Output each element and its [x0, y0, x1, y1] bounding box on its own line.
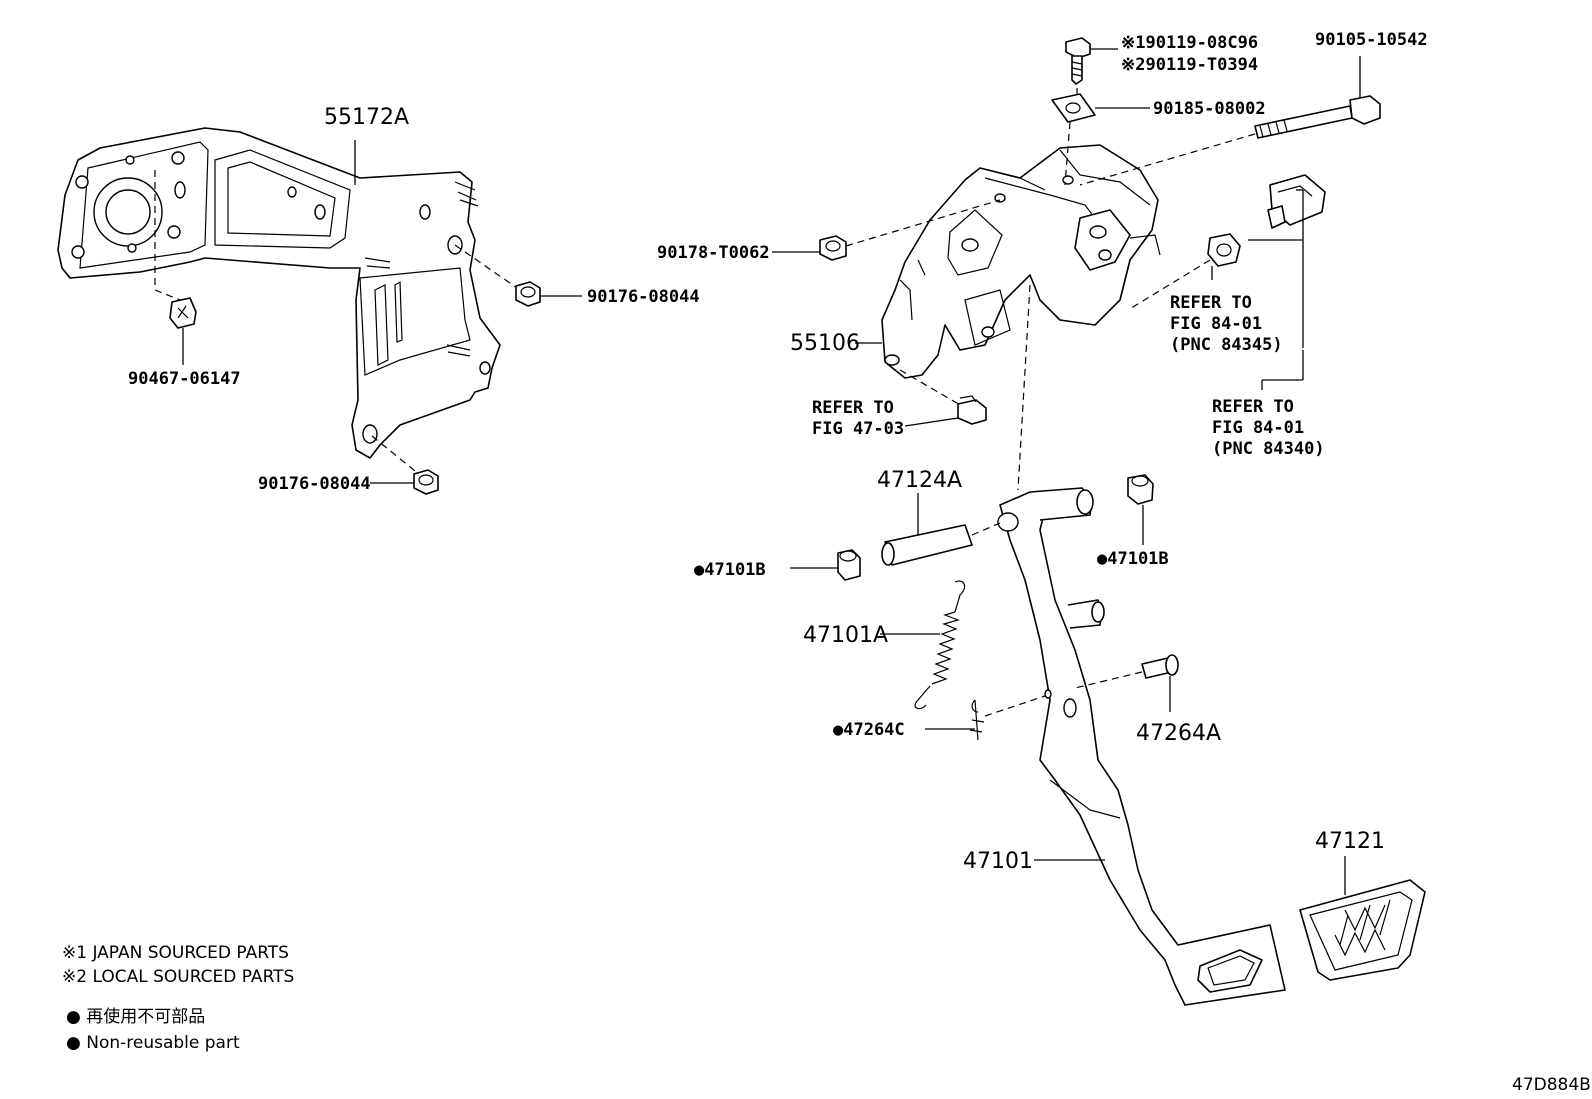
clip-47264c-icon: [969, 699, 985, 741]
label-47124a[interactable]: 47124A: [877, 468, 962, 493]
nut-90176-upper-icon: [515, 281, 541, 307]
pedal-pad-47121-icon: [1299, 879, 1426, 981]
clip-nut-90467-icon: [169, 297, 197, 329]
bolt-90119-icon: [1065, 37, 1091, 85]
label-refer-84345-line1[interactable]: REFER TO: [1170, 293, 1252, 313]
label-90119-08C96[interactable]: ※190119-08C96: [1121, 33, 1258, 53]
pin-47124a-icon: [881, 524, 973, 566]
label-refer-84340-line3[interactable]: (PNC 84340): [1212, 439, 1325, 459]
label-90185-08002[interactable]: 90185-08002: [1153, 99, 1266, 119]
label-47264c[interactable]: ●47264C: [833, 720, 905, 740]
bolt-90105-icon: [1254, 95, 1381, 139]
label-90178-T0062[interactable]: 90178-T0062: [657, 243, 770, 263]
label-47121[interactable]: 47121: [1315, 829, 1385, 854]
label-90119-T0394[interactable]: ※290119-T0394: [1121, 55, 1258, 75]
legend-note-2: ※2 LOCAL SOURCED PARTS: [62, 967, 294, 987]
legend-nonreusable-jp: ● 再使用不可部品: [66, 1006, 205, 1027]
label-refer-84340-line1[interactable]: REFER TO: [1212, 397, 1294, 417]
label-47101b-right[interactable]: ●47101B: [1097, 549, 1169, 569]
diagram-code: 47D884B: [1512, 1075, 1591, 1095]
legend-nonreusable-en: ● Non-reusable part: [66, 1033, 240, 1053]
label-refer-47-03-line2[interactable]: FIG 47-03: [812, 419, 904, 439]
bracket-55106: [881, 144, 1161, 379]
dash-line: [371, 435, 421, 476]
label-55106[interactable]: 55106: [790, 331, 860, 356]
label-refer-84340-line2[interactable]: FIG 84-01: [1212, 418, 1304, 438]
label-refer-47-03-line1[interactable]: REFER TO: [812, 398, 894, 418]
label-90467-06147[interactable]: 90467-06147: [128, 369, 241, 389]
label-47264a[interactable]: 47264A: [1136, 721, 1221, 746]
pin-47264a-icon: [1141, 654, 1179, 679]
stop-lamp-switch-icon: [1267, 174, 1326, 229]
label-90105-10542[interactable]: 90105-10542: [1315, 30, 1428, 50]
label-90176-08044-upper[interactable]: 90176-08044: [587, 287, 700, 307]
return-spring-47101a-icon: [914, 580, 966, 710]
label-47101b-left[interactable]: ●47101B: [694, 560, 766, 580]
bolt-fig-47-03-icon: [957, 395, 987, 425]
bushing-47101b-right-icon: [1127, 474, 1154, 505]
dash-line: [454, 244, 521, 291]
switch-nut-icon: [1207, 233, 1241, 267]
legend-note-1: ※1 JAPAN SOURCED PARTS: [62, 943, 289, 963]
bracket-55172a: [57, 127, 501, 459]
label-47101[interactable]: 47101: [963, 849, 1033, 874]
label-90176-08044-lower[interactable]: 90176-08044: [258, 474, 371, 494]
dash-line: [154, 289, 181, 301]
label-refer-84345-line2[interactable]: FIG 84-01: [1170, 314, 1262, 334]
label-47101a[interactable]: 47101A: [803, 623, 888, 648]
brake-pedal-47101: [997, 487, 1286, 1006]
bushing-47101b-left-icon: [837, 549, 861, 581]
nut-plate-90185-icon: [1051, 93, 1096, 123]
label-55172a[interactable]: 55172A: [324, 105, 409, 130]
nut-90176-lower-icon: [413, 469, 439, 495]
label-refer-84345-line3[interactable]: (PNC 84345): [1170, 335, 1283, 355]
nut-90178-icon: [819, 235, 847, 261]
